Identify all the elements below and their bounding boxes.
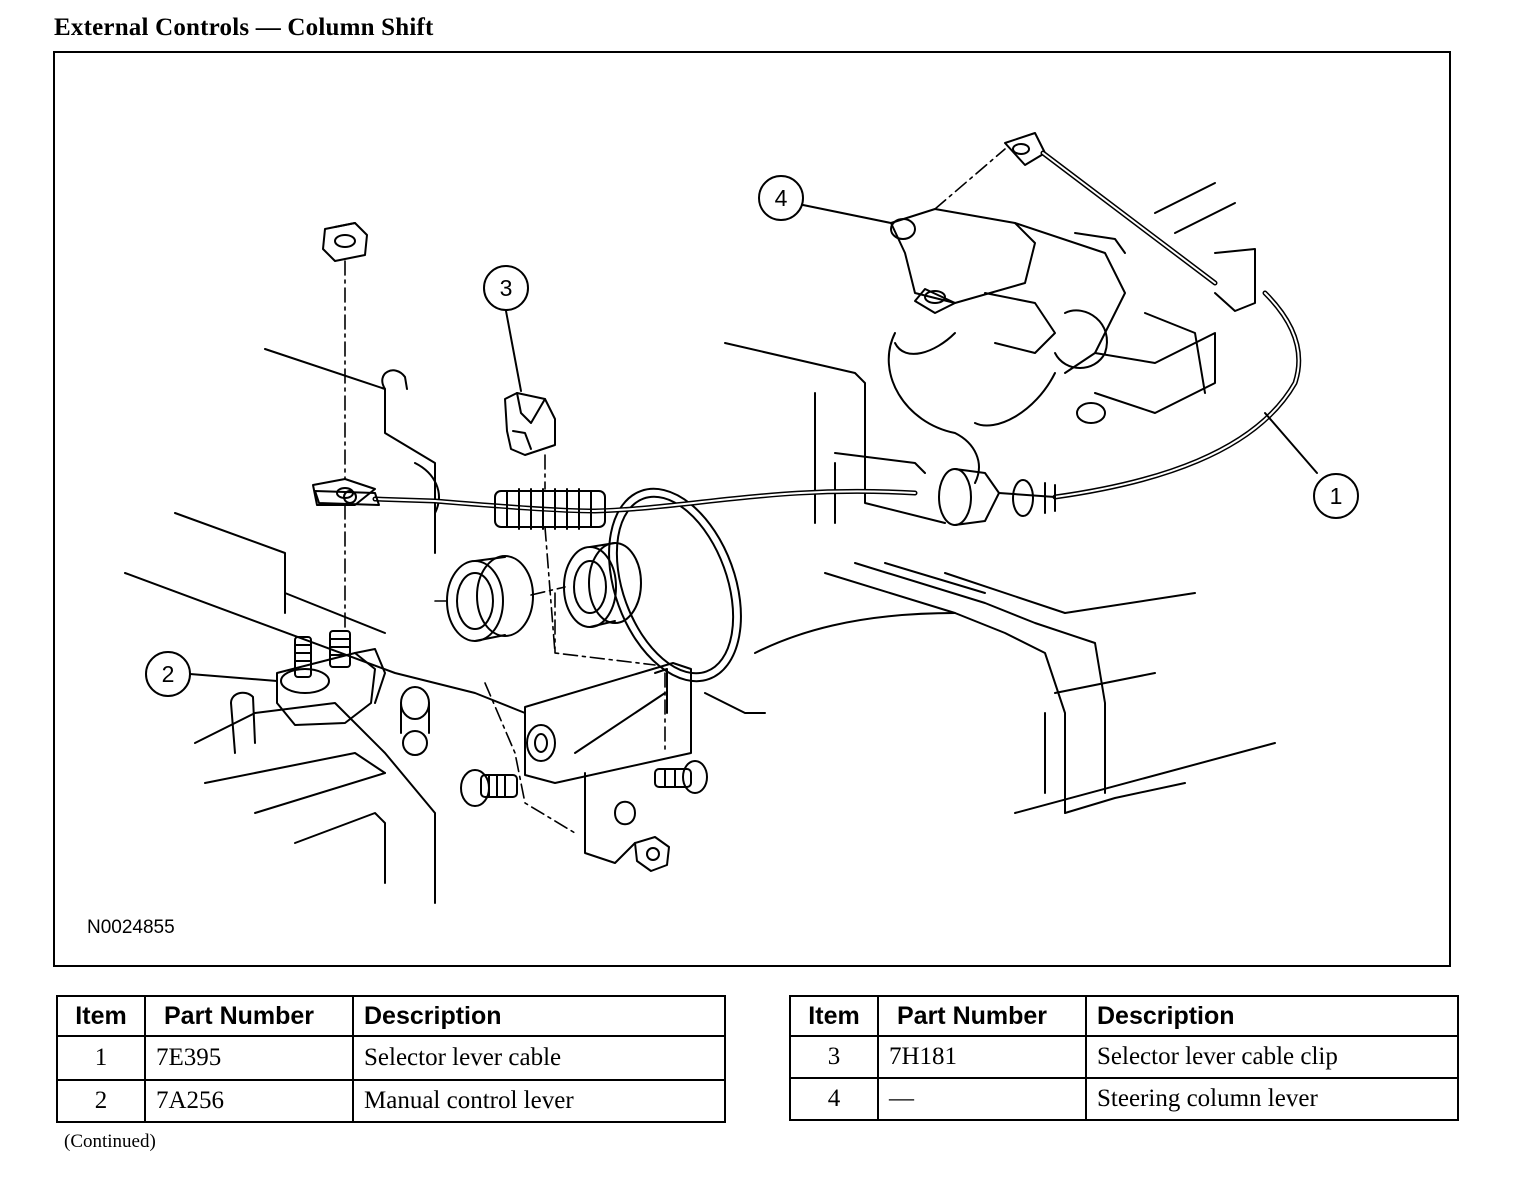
transmission-housing — [124, 348, 526, 904]
callout-4: 4 — [758, 175, 892, 224]
part-description: Selector lever cable clip — [1085, 1035, 1459, 1079]
part-description: Selector lever cable — [352, 1035, 726, 1081]
part-number: — — [877, 1077, 1087, 1121]
column-header-description: Description — [352, 995, 726, 1037]
callout-1: 1 — [1264, 412, 1359, 519]
part-description: Manual control lever — [352, 1079, 726, 1123]
part-number: 7A256 — [144, 1079, 354, 1123]
callout-2: 2 — [145, 651, 278, 697]
table-row: 2 7A256 Manual control lever — [56, 1079, 726, 1123]
column-header-item: Item — [789, 995, 879, 1037]
cable-grommet — [938, 468, 1056, 526]
column-header-part-number: Part Number — [144, 995, 354, 1037]
figure-id: N0024855 — [87, 917, 175, 938]
bolt-lower-left — [460, 769, 518, 807]
stud-bolts — [294, 630, 351, 678]
part-description: Steering column lever — [1085, 1077, 1459, 1121]
table-row: 1 7E395 Selector lever cable — [56, 1035, 726, 1081]
assembly-alignment-lines — [344, 148, 1006, 834]
bushing-left — [446, 555, 534, 642]
cable-threaded-sleeve — [494, 488, 606, 530]
bolt-lower-right — [654, 760, 708, 794]
cable-bracket — [312, 478, 376, 506]
item-number: 2 — [56, 1079, 146, 1123]
hex-nut-top — [322, 222, 368, 262]
table-row: 3 7H181 Selector lever cable clip — [789, 1035, 1459, 1079]
diagram-frame: 1 2 3 4 N0024855 — [53, 51, 1451, 967]
callout-3-label: 3 — [500, 275, 513, 301]
item-number: 4 — [789, 1077, 879, 1121]
lower-bracket — [524, 662, 692, 864]
steering-column-lever — [887, 132, 1256, 484]
parts-table-right: Item Part Number Description 3 7H181 Sel… — [789, 995, 1459, 1121]
table-header-row: Item Part Number Description — [789, 995, 1459, 1037]
selector-lever-cable-clip — [504, 392, 556, 456]
item-number: 3 — [789, 1035, 879, 1079]
table-row: 4 — Steering column lever — [789, 1077, 1459, 1121]
nut-lower — [634, 836, 670, 872]
callout-2-label: 2 — [162, 661, 175, 687]
seal-ring — [608, 487, 742, 683]
manual-control-lever — [230, 648, 386, 754]
column-header-description: Description — [1085, 995, 1459, 1037]
parts-table-left: Item Part Number Description 1 7E395 Sel… — [56, 995, 726, 1123]
column-header-part-number: Part Number — [877, 995, 1087, 1037]
body-panel — [704, 342, 1276, 814]
continued-note: (Continued) — [64, 1131, 156, 1152]
item-number: 1 — [56, 1035, 146, 1081]
small-bushing — [400, 686, 430, 756]
part-number: 7E395 — [144, 1035, 354, 1081]
page-title: External Controls — Column Shift — [54, 14, 434, 41]
column-header-item: Item — [56, 995, 146, 1037]
bushing-right — [563, 542, 642, 628]
callout-3: 3 — [483, 265, 529, 392]
part-number: 7H181 — [877, 1035, 1087, 1079]
callout-1-label: 1 — [1330, 483, 1343, 509]
table-header-row: Item Part Number Description — [56, 995, 726, 1037]
selector-lever-cable — [314, 290, 1302, 530]
callout-4-label: 4 — [775, 185, 788, 211]
exploded-view-illustration: 1 2 3 4 — [124, 132, 1359, 904]
